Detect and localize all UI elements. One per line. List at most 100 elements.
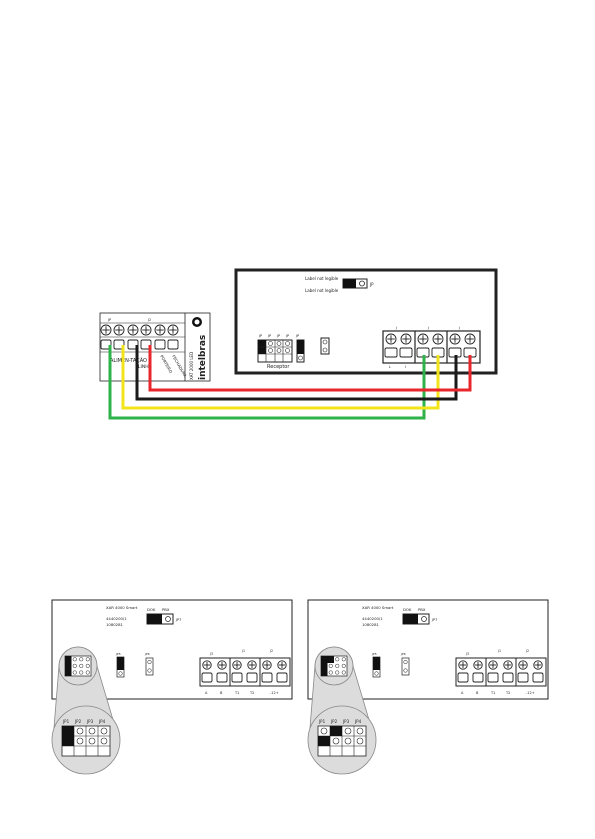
screw-icon (458, 660, 468, 670)
pbx-label: PBX (418, 607, 426, 612)
jp-label: JP (285, 334, 289, 338)
j-label: J (458, 326, 460, 330)
dsk-label: DOK (403, 607, 412, 612)
panel-line: 4440200/1 (106, 616, 127, 621)
zoom-jp-label: JP4 (354, 719, 362, 724)
j-label: J2 (269, 649, 273, 653)
j-label: J3 (209, 652, 213, 656)
wires (108, 345, 472, 420)
module-header: JP (107, 318, 111, 322)
top-diagram: Label not legible Label not legible JP J… (99, 268, 498, 420)
panel-title: XAR 4000 Smart (362, 605, 394, 610)
jp5-label: JP (295, 334, 299, 338)
screw-icon (277, 660, 287, 670)
terminal-slot (154, 339, 166, 350)
screw-icon (232, 660, 242, 670)
term-label: -12+ (526, 691, 535, 695)
label-linha: LINHA (138, 364, 153, 370)
screw-icon (417, 333, 429, 345)
term-label: T2 (249, 691, 254, 695)
zoom-jp-label: JP3 (342, 719, 350, 724)
zoom-jp-label: JP2 (74, 719, 82, 724)
terminal-slot (457, 672, 469, 683)
receiver-jumper-label: JP (369, 282, 374, 287)
terminal-slot (261, 672, 273, 683)
term-label: A (205, 691, 208, 695)
screw-icon (127, 324, 139, 336)
jumper-cap (403, 614, 418, 624)
brand-logo: intelbras (198, 335, 208, 380)
panel-line: 4440200/1 (362, 616, 383, 621)
screw-icon (464, 333, 476, 345)
receiver-model: Label not legible (305, 276, 339, 281)
terminal-slot (517, 672, 529, 683)
screw-icon (488, 660, 498, 670)
receiver-terminals: J J J L I (382, 326, 481, 369)
term-label: I (405, 365, 406, 369)
jp-label: JP (267, 334, 271, 338)
zoom-jp-label: JP4 (98, 719, 106, 724)
label-alimentacao: ALIMEN-TAÇÃO (110, 357, 147, 364)
screw-icon (167, 324, 179, 336)
term-label: T1 (490, 691, 495, 695)
terminal-slot (246, 672, 258, 683)
zoom-jp-label: JP2 (330, 719, 338, 724)
receptor-jumpers: JP JP JP JP Receptor (257, 334, 293, 370)
screw-icon (385, 333, 397, 345)
black-wire (135, 345, 458, 401)
screw-icon (140, 324, 152, 336)
screw-icon (503, 660, 513, 670)
terminal-slot (384, 347, 398, 358)
terminal-slot (216, 672, 228, 683)
panel-line: 1080281 (106, 622, 123, 627)
receptor-label: Receptor (267, 364, 290, 370)
terminal-slot (276, 672, 288, 683)
jp6-label: JP6 (144, 652, 150, 656)
term-label: B (220, 691, 223, 695)
jumper-cap (147, 614, 162, 624)
terminal-slot (532, 672, 544, 683)
jp6-block (320, 337, 330, 355)
zoom-jp-label: JP3 (86, 719, 94, 724)
jp5-label: JP5 (371, 652, 377, 656)
jp-label: JP (276, 334, 280, 338)
screw-icon (432, 333, 444, 345)
terminal-slot (502, 672, 514, 683)
j-label: J1 (497, 649, 501, 653)
term-label: T2 (505, 691, 510, 695)
zoom-jp-label: JP1 (62, 719, 70, 724)
j-label: J3 (465, 652, 469, 656)
screw-icon (247, 660, 257, 670)
panel-title: XAR 4000 Smart (106, 605, 138, 610)
zoom-jp-label: JP1 (318, 719, 326, 724)
jp5-label: JP5 (115, 652, 121, 656)
module-model: XAT 2000 LED (189, 352, 194, 380)
terminal-slot (201, 672, 213, 683)
term-label: -12+ (270, 691, 279, 695)
jumper-pin-icon (359, 280, 365, 287)
j-label: J (395, 326, 397, 330)
screw-icon (262, 660, 272, 670)
terminal-slot (399, 347, 413, 358)
jp6-label: JP6 (400, 652, 406, 656)
j-label: J1 (241, 649, 245, 653)
panel-line: 1080281 (362, 622, 379, 627)
terminal-slot (487, 672, 499, 683)
terminal-slot (472, 672, 484, 683)
screw-icon (533, 660, 543, 670)
module-header: J2 (147, 318, 151, 322)
screw-icon (202, 660, 212, 670)
green-wire (108, 345, 426, 420)
screw-icon (100, 324, 112, 336)
term-label: T1 (234, 691, 239, 695)
dsk-label: DOK (147, 607, 156, 612)
jp7-label: JP7 (431, 618, 437, 622)
yellow-wire (121, 345, 440, 410)
jp-label: JP (258, 334, 262, 338)
term-label: B (476, 691, 479, 695)
terminal-slot (231, 672, 243, 683)
